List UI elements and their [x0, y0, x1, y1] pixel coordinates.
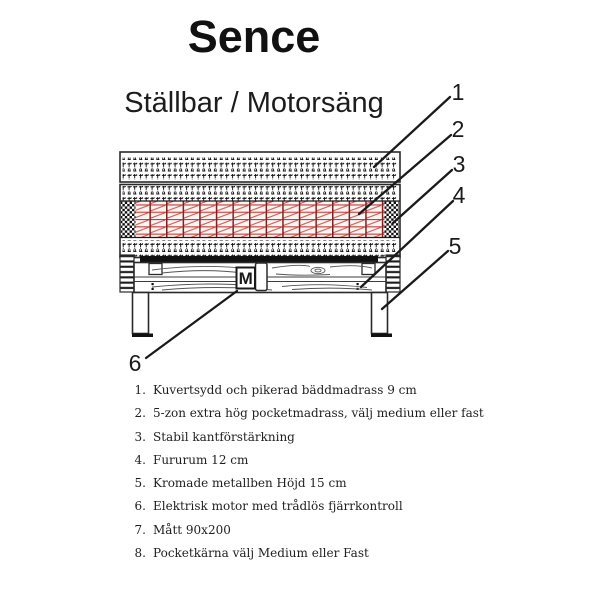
bed-frame	[119, 254, 401, 294]
callout-line-2	[357, 133, 453, 216]
callout-number-3: 3	[453, 151, 466, 177]
legend-item-number: 6.	[134, 499, 146, 514]
legend-item-4: 4. Fururum 12 cm	[130, 453, 470, 476]
wood-knot	[310, 266, 326, 275]
leg-left	[131, 291, 153, 337]
legend-item-text: Elektrisk motor med trådlös fjärrkontrol…	[153, 499, 403, 514]
topper-layer	[119, 151, 401, 183]
legend-item-text: Pocketkärna välj Medium eller Fast	[153, 546, 369, 561]
legend-item-number: 5.	[134, 476, 146, 491]
legend-item-number: 4.	[134, 452, 146, 467]
legend-item-5: 5. Kromade metallben Höjd 15 cm	[130, 476, 470, 499]
callout-lines	[144, 95, 455, 360]
legend-item-number: 8.	[134, 546, 146, 561]
motor-body	[254, 262, 268, 292]
motor-label-box	[235, 266, 256, 290]
leg-right	[370, 291, 392, 337]
callout-number-4: 4	[453, 182, 466, 208]
legend-item-7: 7. Mått 90x200	[130, 523, 470, 546]
motor-unit: M	[235, 262, 268, 292]
pocket-mattress-layer	[119, 183, 401, 259]
callout-number-5: 5	[449, 233, 462, 259]
legend-item-number: 2.	[134, 406, 146, 421]
motor-label: M	[239, 269, 253, 288]
callout-number-2: 2	[452, 116, 465, 142]
legend-item-text: Kuvertsydd och pikerad bäddmadrass 9 cm	[153, 383, 417, 397]
legend-item-3: 3. Stabil kantförstärkning	[130, 430, 470, 453]
callout-line-6	[144, 289, 239, 360]
callout-line-3	[391, 168, 454, 225]
rail-end-left	[119, 254, 135, 293]
callout-line-1	[372, 95, 452, 169]
spring-core	[135, 201, 385, 238]
callout-line-4	[359, 199, 455, 289]
legend-item-number: 3.	[134, 429, 146, 444]
callout-number-1: 1	[452, 79, 465, 105]
legend-item-text: Mått 90x200	[153, 522, 231, 537]
page-subtitle: Ställbar / Motorsäng	[124, 87, 384, 119]
legend-item-8: 8. Pocketkärna välj Medium eller Fast	[130, 546, 470, 569]
bracket-right	[361, 262, 376, 276]
frame-top-bar	[140, 256, 378, 263]
legend-item-text: Stabil kantförstärkning	[153, 429, 295, 444]
callout-line-5	[380, 249, 450, 311]
legend-item-2: 2. 5-zon extra hög pocketmadrass, välj m…	[130, 406, 484, 429]
edge-reinforcement-right	[384, 201, 399, 238]
legend-item-1: 1. Kuvertsydd och pikerad bäddmadrass 9 …	[130, 383, 470, 406]
legend-item-text: Kromade metallben Höjd 15 cm	[153, 476, 347, 491]
legend-item-text: 5-zon extra hög pocketmadrass, välj medi…	[153, 406, 484, 421]
callout-number-6: 6	[129, 350, 142, 376]
legend-item-text: Fururum 12 cm	[153, 452, 249, 467]
legend-item-number: 7.	[134, 522, 146, 537]
page-title: Sence	[187, 11, 321, 62]
edge-reinforcement-left	[121, 201, 136, 238]
legend-list: 1. Kuvertsydd och pikerad bäddmadrass 9 …	[130, 383, 484, 569]
legend-item-number: 1.	[134, 383, 146, 397]
legend-item-6: 6. Elektrisk motor med trådlös fjärrkont…	[130, 499, 470, 522]
